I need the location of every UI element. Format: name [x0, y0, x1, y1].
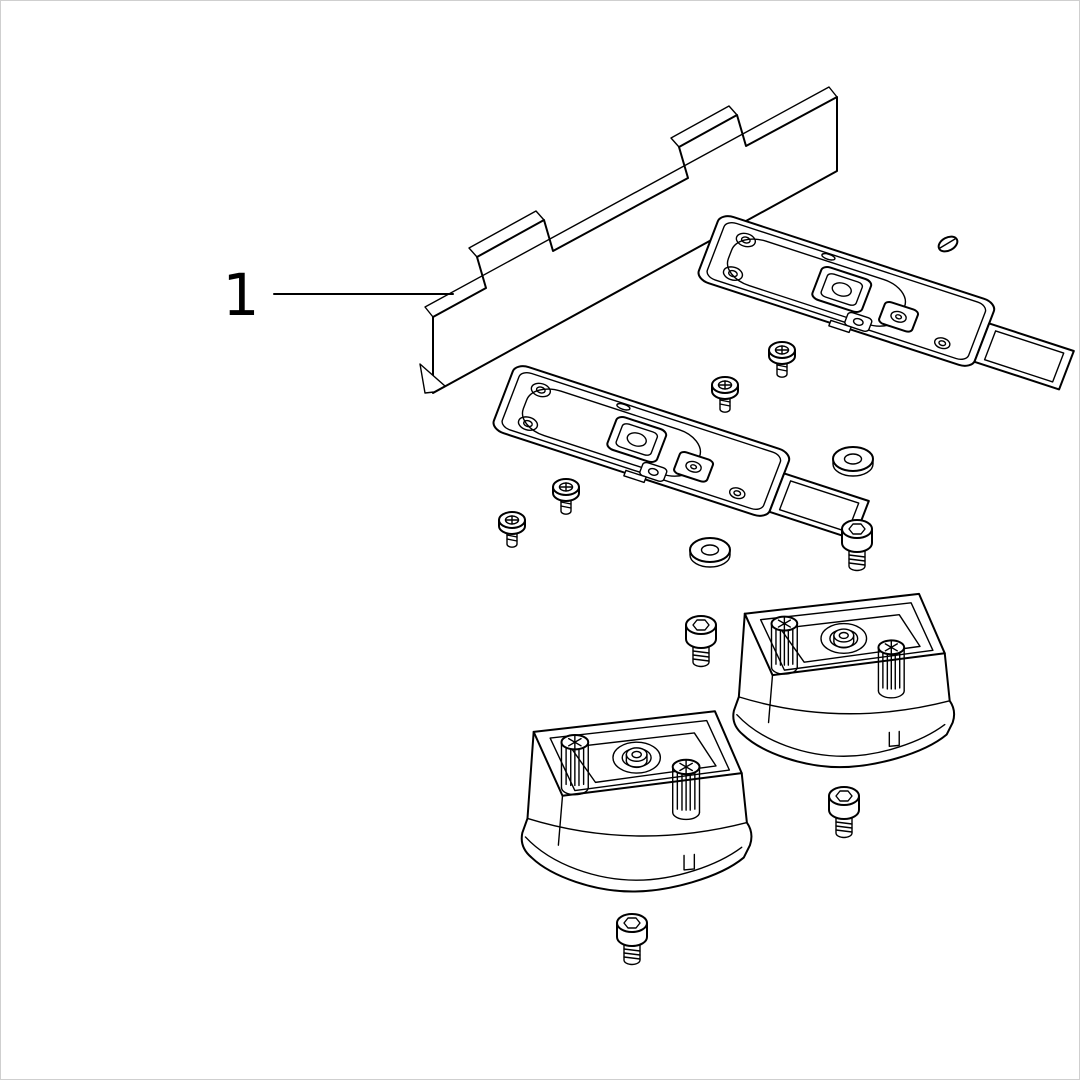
spacer-foot-back [733, 594, 954, 767]
socket-bolt-3 [828, 786, 860, 839]
washer-1 [832, 446, 874, 477]
socket-bolt-1 [841, 519, 873, 572]
socket-bolt-4 [616, 913, 648, 966]
mounting-plate-front [488, 362, 878, 551]
socket-bolt-2 [685, 615, 717, 668]
callout-1-label: 1 [223, 261, 260, 329]
cap [936, 234, 960, 255]
cover-panel [420, 87, 837, 393]
pan-head-screw-2 [768, 341, 796, 379]
pan-head-screw-3 [552, 478, 580, 516]
pan-head-screw-4 [498, 511, 526, 549]
mounting-plate-back [693, 212, 1079, 401]
washer-2 [689, 537, 731, 568]
spacer-foot-front [522, 711, 752, 891]
pan-head-screw-1 [711, 376, 739, 414]
callout-1: 1 [223, 261, 453, 329]
